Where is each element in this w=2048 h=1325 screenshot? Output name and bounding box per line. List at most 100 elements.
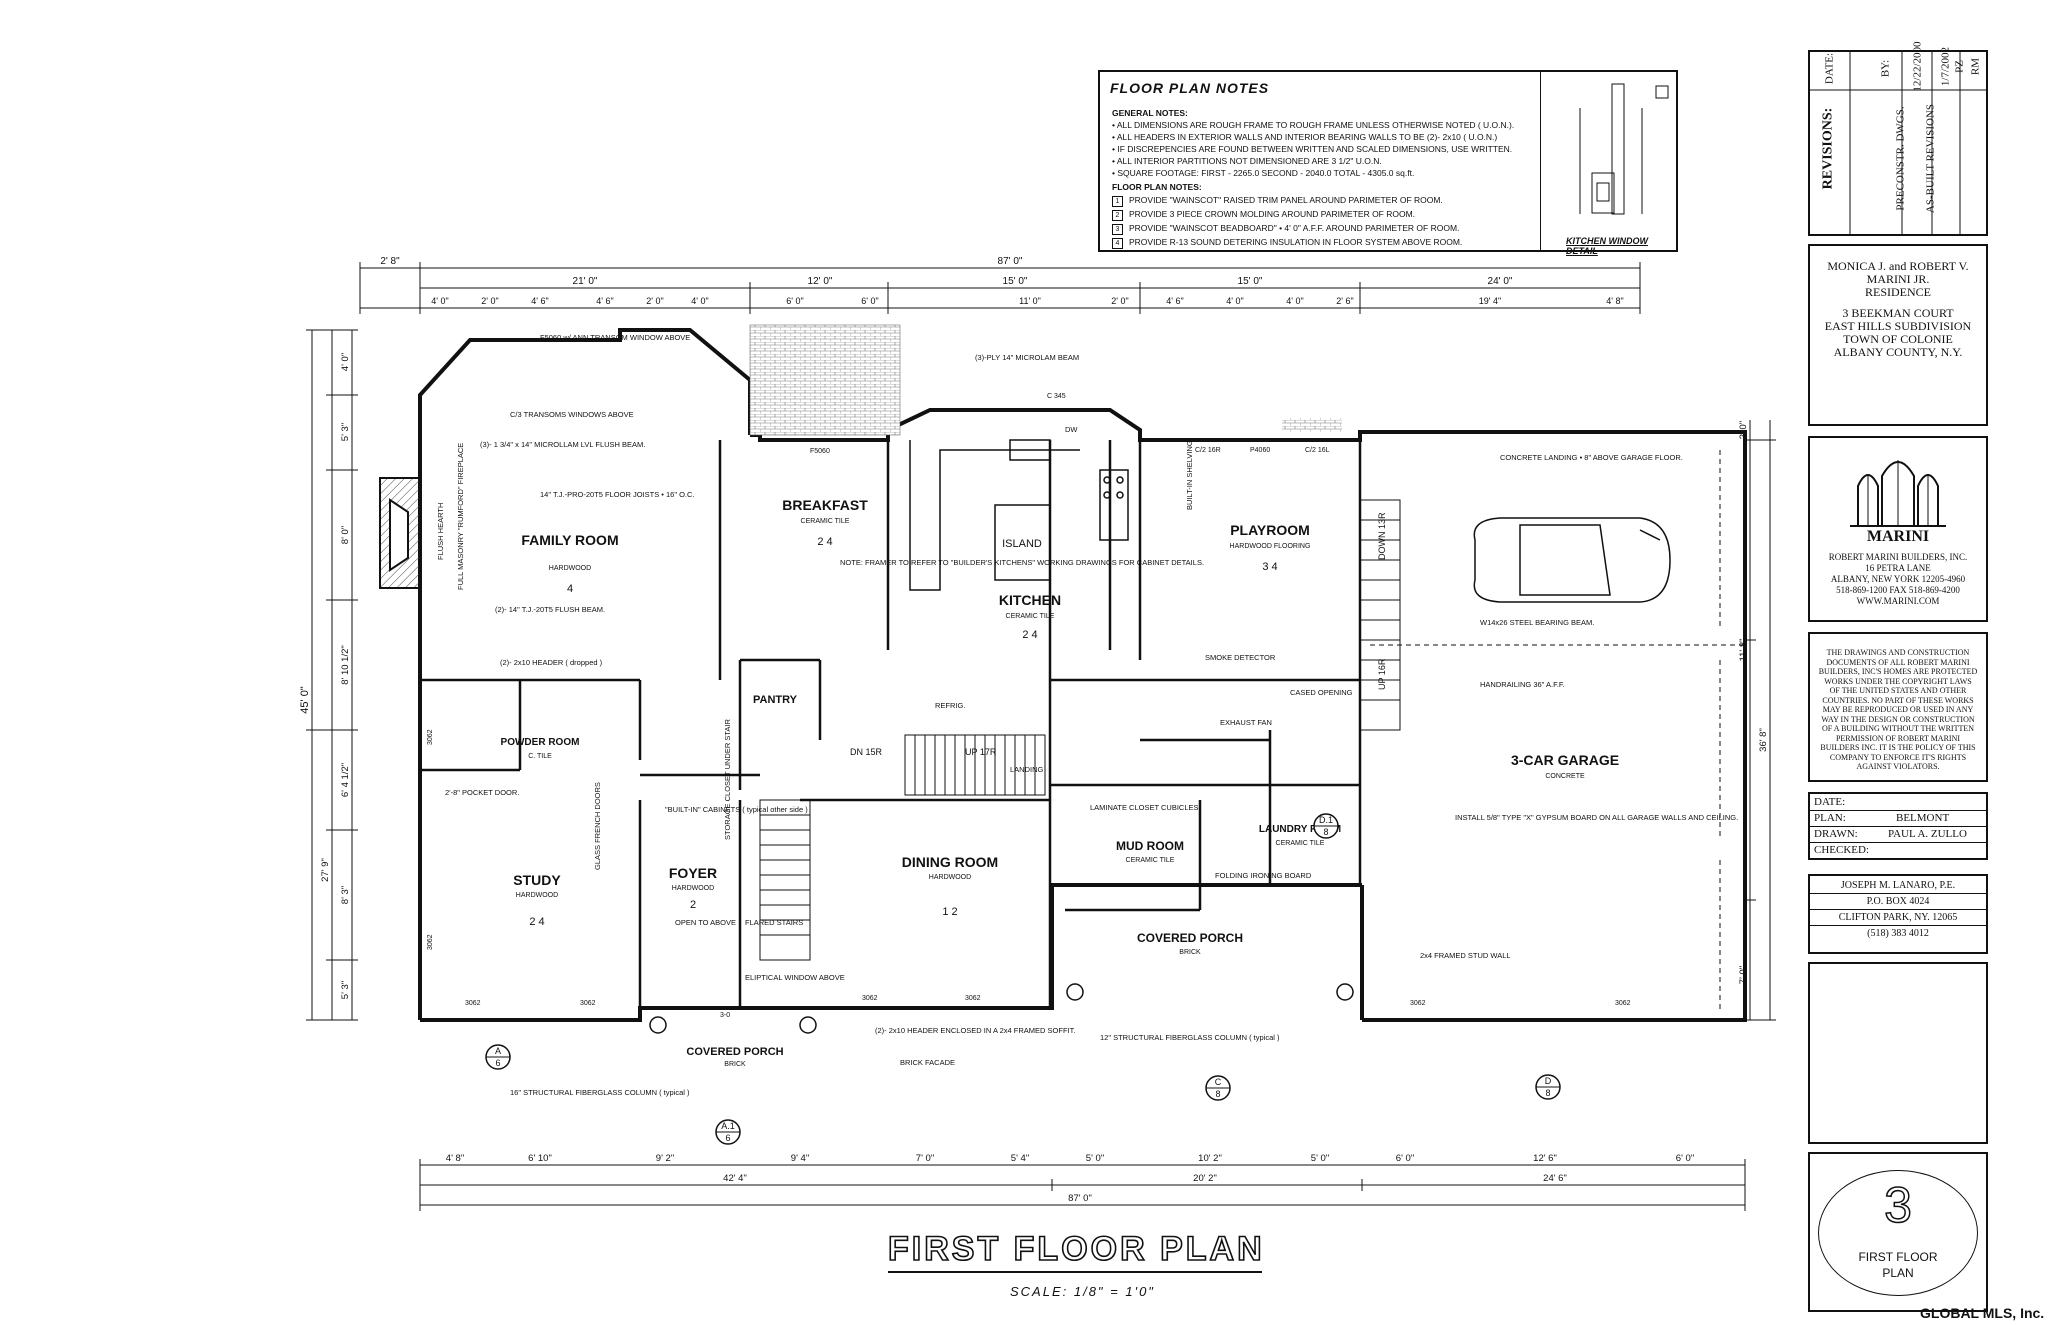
info-row: CHECKED:	[1814, 844, 1869, 856]
builder-line: ALBANY, NEW YORK 12205-4960	[1830, 574, 1966, 584]
room-dining: DINING ROOM	[902, 854, 998, 870]
dimension-text-bottom: 4' 8" 6' 10" 9' 2" 9' 4" 7' 0" 5' 4" 5' …	[446, 1153, 1694, 1204]
builder-line: ROBERT MARINI BUILDERS, INC.	[1828, 552, 1968, 562]
svg-text:2x4 FRAMED STUD WALL: 2x4 FRAMED STUD WALL	[1420, 951, 1511, 960]
client-name: MARINI JR.	[1866, 272, 1930, 286]
svg-text:27' 9": 27' 9"	[320, 858, 331, 882]
svg-text:HARDWOOD: HARDWOOD	[549, 565, 591, 572]
svg-text:4' 0": 4' 0"	[340, 353, 351, 371]
svg-text:DN 15R: DN 15R	[850, 747, 883, 757]
general-note: • SQUARE FOOTAGE: FIRST - 2265.0 SECOND …	[1112, 168, 1415, 178]
rev-row-desc: AS-BUILT REVISIONS	[1924, 103, 1937, 214]
section-markers: A 6 A.1 6 C 8 D 8 D.1 8	[485, 813, 1561, 1145]
svg-text:4' 0": 4' 0"	[431, 296, 448, 306]
brick-hatch	[1282, 418, 1342, 432]
svg-text:8' 0": 8' 0"	[340, 526, 351, 544]
section-mark-d: D 8	[1535, 1074, 1561, 1100]
room-kitchen: KITCHEN	[999, 592, 1061, 608]
dimension-lines-top	[359, 262, 1641, 314]
svg-text:C/2 16L: C/2 16L	[1305, 447, 1330, 454]
svg-text:STORAGE CLOSET UNDER STAIR: STORAGE CLOSET UNDER STAIR	[723, 719, 732, 840]
svg-text:C/2 16R: C/2 16R	[1195, 447, 1221, 454]
svg-text:5' 0": 5' 0"	[1086, 1153, 1104, 1164]
room-powder: POWDER ROOM	[501, 737, 580, 748]
svg-text:(3)-PLY 14" MICROLAM BEAM: (3)-PLY 14" MICROLAM BEAM	[975, 353, 1079, 362]
svg-text:9' 4": 9' 4"	[791, 1153, 809, 1164]
svg-text:3 4: 3 4	[1262, 561, 1277, 573]
room-family: FAMILY ROOM	[521, 532, 618, 548]
sheet-title: PLAN	[1882, 1266, 1914, 1280]
svg-text:9' 2": 9' 2"	[656, 1153, 674, 1164]
copyright-line: COMPANY TO ENFORCE IT'S RIGHTS	[1829, 752, 1967, 762]
engineer-line: P.O. BOX 4024	[1810, 894, 1986, 910]
svg-text:ELIPTICAL WINDOW ABOVE: ELIPTICAL WINDOW ABOVE	[745, 973, 845, 982]
marini-logo-icon	[1850, 460, 1946, 527]
svg-text:24' 6": 24' 6"	[1543, 1173, 1567, 1184]
svg-text:87' 0": 87' 0"	[1068, 1193, 1092, 1204]
svg-text:CERAMIC TILE: CERAMIC TILE	[1276, 840, 1325, 847]
svg-text:SMOKE DETECTOR: SMOKE DETECTOR	[1205, 653, 1276, 662]
svg-text:3062: 3062	[427, 729, 434, 745]
svg-text:7' 0": 7' 0"	[916, 1153, 934, 1164]
sheet-number-block: 3 FIRST FLOOR PLAN	[1808, 1152, 1988, 1312]
svg-text:8' 10 1/2": 8' 10 1/2"	[340, 645, 351, 685]
builder-line: 518-869-1200 FAX 518-869-4200	[1836, 585, 1960, 595]
rev-row-desc: PRECONSTR. DWGS.	[1894, 106, 1907, 211]
svg-text:FLARED STAIRS: FLARED STAIRS	[745, 918, 803, 927]
svg-text:4' 8": 4' 8"	[446, 1153, 464, 1164]
svg-text:5' 3": 5' 3"	[340, 423, 351, 441]
overhead-garage-doors	[1370, 450, 1745, 1010]
svg-text:OPEN TO ABOVE: OPEN TO ABOVE	[675, 918, 736, 927]
svg-text:5' 4": 5' 4"	[1011, 1153, 1029, 1164]
kitchen-cabinets	[909, 439, 1129, 591]
svg-text:LANDING: LANDING	[1010, 765, 1044, 774]
dim-top: 87' 0"	[998, 256, 1023, 267]
svg-text:3062: 3062	[965, 995, 981, 1002]
svg-text:C/3 TRANSOMS WINDOWS ABOVE: C/3 TRANSOMS WINDOWS ABOVE	[510, 410, 634, 419]
copyright-line: COUNTRIES. NO PART OF THESE WORKS	[1822, 695, 1974, 705]
svg-text:8' 3": 8' 3"	[340, 886, 351, 904]
engineer-line: JOSEPH M. LANARO, P.E.	[1810, 878, 1986, 894]
builder-line: WWW.MARINI.COM	[1856, 596, 1940, 606]
svg-text:CERAMIC TILE: CERAMIC TILE	[801, 518, 850, 525]
svg-text:P4060: P4060	[1250, 447, 1270, 454]
dimension-text-top-2: 4' 0" 2' 0" 4' 6" 4' 6" 2' 0" 4' 0" 6' 0…	[431, 296, 1623, 306]
svg-text:C. TILE: C. TILE	[528, 753, 552, 760]
svg-text:12" STRUCTURAL FIBERGLASS COLU: 12" STRUCTURAL FIBERGLASS COLUMN ( typic…	[1100, 1033, 1280, 1042]
copyright-block: THE DRAWINGS AND CONSTRUCTION DOCUMENTS …	[1808, 632, 1988, 782]
room-foyer: FOYER	[669, 865, 717, 881]
dim-top: 15' 0"	[1238, 276, 1263, 287]
info-row: DRAWN: PAUL A. ZULLO	[1810, 826, 1986, 843]
svg-text:A.1: A.1	[721, 1121, 735, 1131]
svg-text:2 4: 2 4	[529, 916, 544, 928]
room-garage: 3-CAR GARAGE	[1511, 752, 1619, 768]
svg-text:16" STRUCTURAL FIBERGLASS COLU: 16" STRUCTURAL FIBERGLASS COLUMN ( typic…	[510, 1088, 690, 1097]
copyright-line: BUILDERS, INC'S HOMES ARE PROTECTED	[1818, 667, 1978, 676]
copyright-line: BUILDERS INC. IT IS THE POLICY OF THIS	[1820, 743, 1976, 752]
svg-text:42' 4": 42' 4"	[723, 1173, 747, 1184]
svg-text:2 4: 2 4	[817, 536, 832, 548]
svg-text:CERAMIC TILE: CERAMIC TILE	[1006, 613, 1055, 620]
room-playroom: PLAYROOM	[1230, 522, 1310, 538]
svg-text:2 4: 2 4	[1022, 629, 1037, 641]
client-residence: RESIDENCE	[1865, 285, 1931, 299]
svg-text:45' 0": 45' 0"	[299, 686, 311, 714]
section-mark-a1: A.1 6	[715, 1119, 741, 1145]
rev-row-date: 1/7/2002	[1939, 46, 1952, 87]
svg-text:14" T.J.-PRO-20T5 FLOOR JOISTS: 14" T.J.-PRO-20T5 FLOOR JOISTS • 16" O.C…	[540, 490, 695, 499]
car-icon	[1473, 517, 1671, 603]
svg-text:3062: 3062	[1410, 1000, 1426, 1007]
svg-text:4' 6": 4' 6"	[531, 296, 548, 306]
svg-text:12' 6": 12' 6"	[1533, 1153, 1557, 1164]
svg-text:HARDWOOD: HARDWOOD	[929, 874, 971, 881]
svg-text:UP 17R: UP 17R	[965, 747, 997, 757]
svg-text:2' 0": 2' 0"	[1111, 296, 1128, 306]
svg-text:DW: DW	[1065, 425, 1078, 434]
dimension-lines-right	[1744, 420, 1776, 1021]
revisions-block: REVISIONS: DATE: BY: PRECONSTR. DWGS. AS…	[1808, 41, 1988, 236]
svg-text:6' 0": 6' 0"	[861, 296, 878, 306]
svg-text:4' 0": 4' 0"	[1286, 296, 1303, 306]
section-mark-a: A 6	[485, 1044, 511, 1070]
